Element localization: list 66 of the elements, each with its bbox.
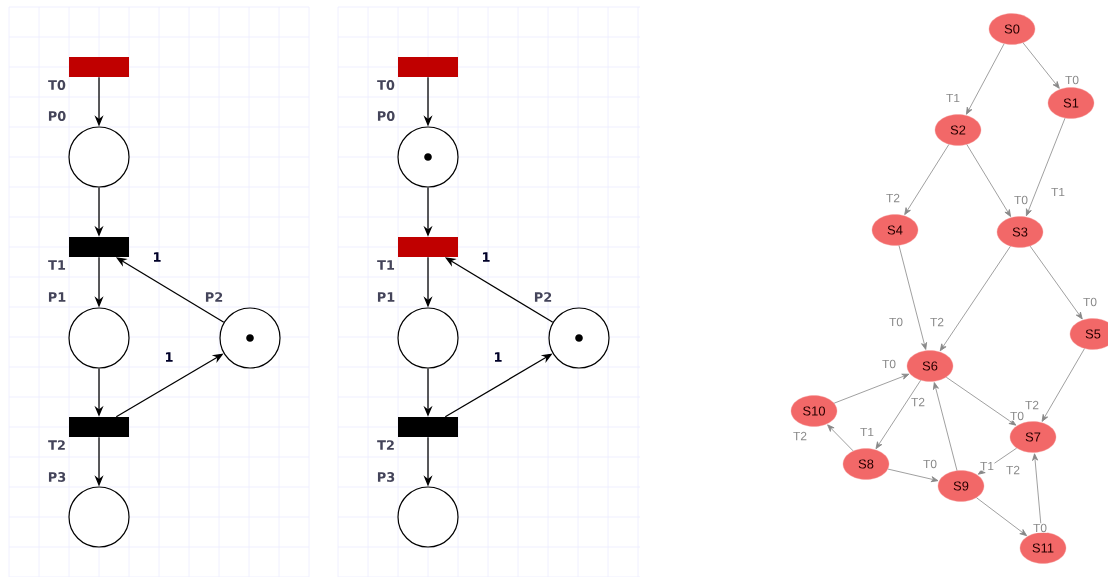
arrow	[1022, 42, 1060, 89]
edge-label: T0	[1082, 297, 1098, 307]
edge-label: T0	[1009, 411, 1025, 421]
arrow	[875, 379, 922, 450]
edge-label: T1	[979, 461, 995, 471]
place-circle	[68, 307, 130, 369]
edge-label: 1	[153, 252, 161, 262]
place-label: P1	[377, 292, 395, 302]
arrow	[966, 43, 1005, 115]
transition-label: T0	[377, 80, 395, 90]
edge-label: 1	[165, 352, 173, 362]
arrow	[827, 424, 854, 452]
edge-label: T2	[1005, 465, 1021, 475]
edge-label: T0	[1013, 195, 1029, 205]
transition-label: T2	[377, 440, 394, 450]
arrow	[1026, 117, 1066, 217]
edge-label: T0	[1064, 75, 1080, 85]
arrow	[887, 468, 939, 483]
edge-label: 1	[482, 252, 490, 262]
edge-label: T1	[945, 93, 961, 103]
edge-label: T2	[929, 317, 945, 327]
edge-label: T2	[1024, 400, 1040, 410]
arrow	[933, 382, 958, 471]
edge-label: T0	[888, 317, 904, 327]
transition-label: T1	[377, 260, 395, 270]
place-circle	[397, 126, 459, 188]
transition-label: T1	[48, 260, 66, 270]
place-label: P0	[377, 111, 395, 121]
edge-label: T1	[859, 427, 875, 437]
place-label: P2	[534, 292, 552, 302]
arrow	[898, 245, 927, 350]
transition-bar	[398, 57, 458, 77]
transition-label: T0	[48, 80, 66, 90]
arrow	[1041, 348, 1085, 422]
edge-label: T0	[881, 359, 897, 369]
place-circle	[68, 486, 130, 548]
place-label: P3	[377, 472, 395, 482]
edge-label: T2	[792, 431, 808, 441]
arrow	[977, 447, 1018, 475]
edge-label: 1	[494, 352, 502, 362]
arrow	[976, 497, 1028, 537]
arrow	[833, 373, 910, 404]
place-circle	[397, 486, 459, 548]
place-label: P3	[48, 472, 66, 482]
transition-bar	[398, 417, 458, 437]
transition-label: T2	[48, 440, 65, 450]
edge-label: T0	[922, 459, 938, 469]
place-label: P0	[48, 111, 66, 121]
transition-bar	[398, 237, 458, 257]
arrow	[966, 144, 1011, 217]
place-label: P1	[48, 292, 66, 302]
transition-bar	[69, 417, 129, 437]
edge-label: T1	[1050, 187, 1066, 197]
edge-label: T2	[885, 193, 901, 203]
place-circle	[219, 307, 281, 369]
place-circle	[548, 307, 610, 369]
arrow	[904, 144, 950, 215]
edge-label: T2	[910, 397, 926, 407]
edge-label: T0	[1032, 523, 1048, 533]
transition-bar	[69, 57, 129, 77]
arrow	[939, 245, 1011, 352]
arrow	[945, 376, 1017, 426]
place-circle	[68, 126, 130, 188]
place-circle	[397, 307, 459, 369]
arrow	[1029, 245, 1083, 320]
place-label: P2	[205, 292, 223, 302]
